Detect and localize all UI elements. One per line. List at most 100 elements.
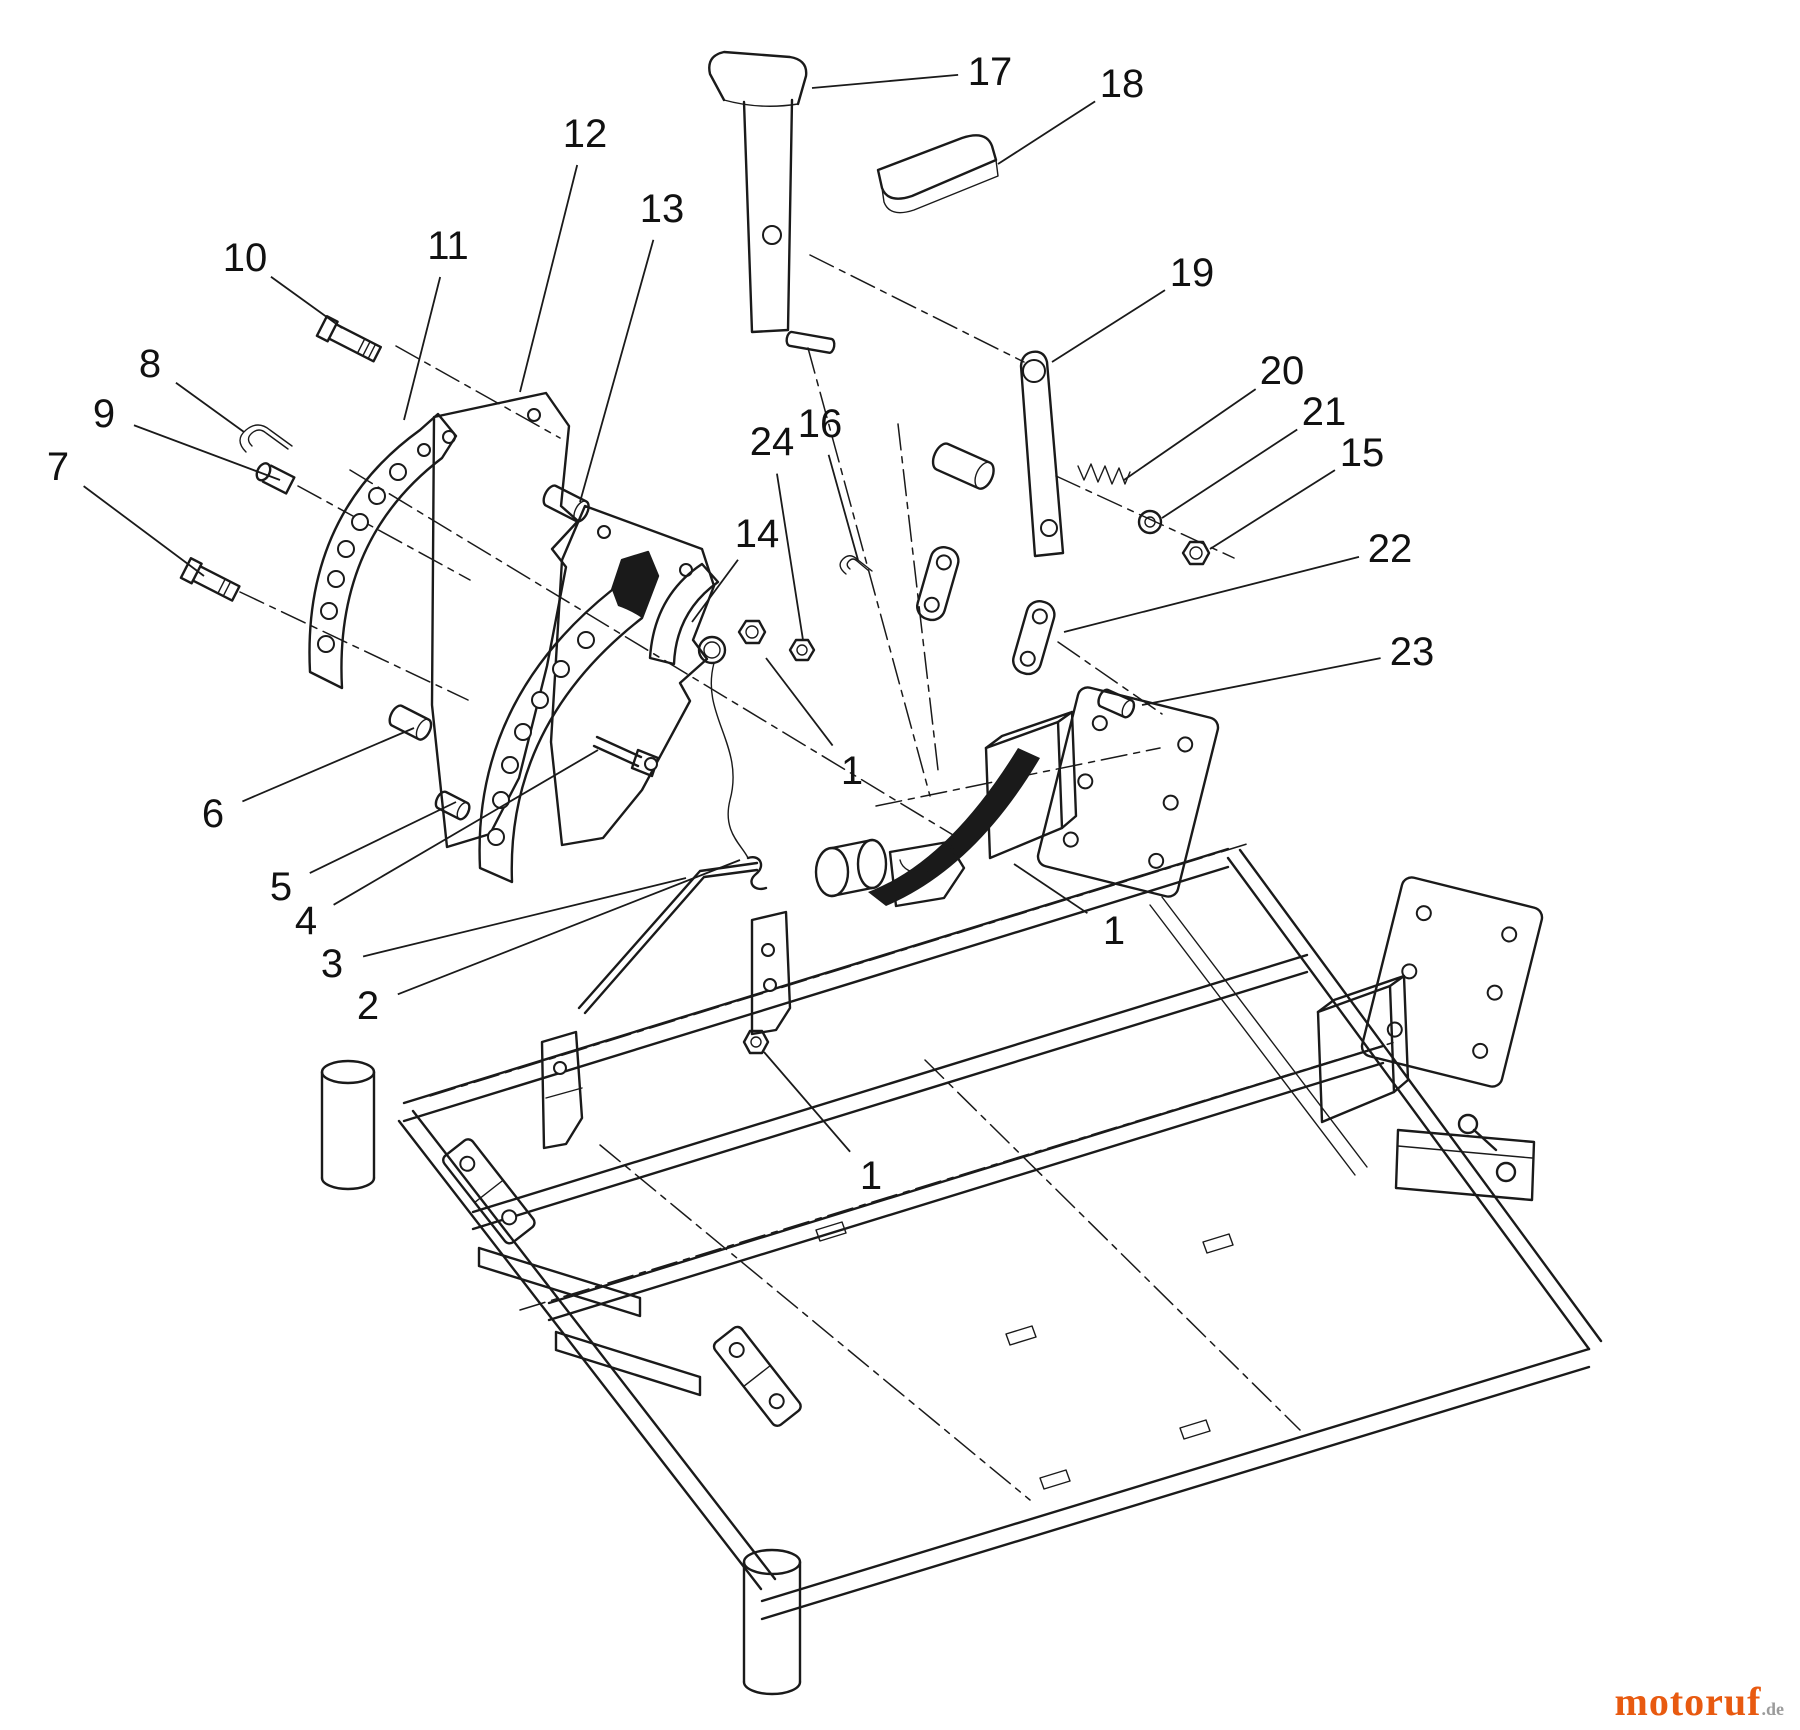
- callout-leader-19: [1051, 289, 1166, 363]
- callout-leader-22: [1063, 556, 1360, 633]
- callout-label-19: 19: [1170, 251, 1215, 295]
- callout-leader-13: [579, 239, 655, 503]
- frame-rails: [397, 847, 1603, 1621]
- watermark-tld-text: .de: [1761, 1699, 1785, 1719]
- spacer-6: [388, 704, 433, 741]
- callout-leader-11: [403, 276, 442, 421]
- callout-label-12: 12: [563, 112, 608, 156]
- callout-leader-7: [83, 485, 205, 577]
- callout-leader-8: [175, 382, 245, 433]
- callout-leader-18: [997, 100, 1096, 165]
- washer-21: [1137, 509, 1163, 535]
- callout-label-2: 2: [357, 984, 379, 1028]
- hitch-assembly: [1394, 1113, 1536, 1202]
- bushing-5: [434, 790, 471, 821]
- link-plate-22a: [916, 546, 960, 622]
- fastener-parts-left: [179, 315, 382, 602]
- callout-label-14: 14: [735, 512, 780, 556]
- slotted-bar-upper: [477, 1246, 642, 1318]
- callout-leader-1: [765, 657, 834, 747]
- callout-label-22: 22: [1368, 527, 1413, 571]
- sector-plate-front-right: [478, 550, 660, 884]
- callout-label-11: 11: [427, 224, 469, 268]
- callout-leader-17: [811, 73, 959, 89]
- callout-label-7: 7: [47, 445, 69, 489]
- mount-box-upper: [984, 710, 1078, 860]
- callout-leader-3: [362, 877, 687, 958]
- nut-1a: [788, 638, 816, 662]
- link-plate-22b: [1012, 600, 1056, 676]
- callout-label-24: 24: [750, 420, 795, 464]
- frame-assembly: [320, 686, 1603, 1696]
- callout-leader-24: [776, 473, 804, 641]
- cotter-pin-16: [839, 555, 873, 575]
- frame-bracket-center-lower: [712, 1325, 802, 1427]
- pin-9: [255, 462, 296, 495]
- spacer-13: [542, 484, 590, 523]
- callout-label-18: 18: [1100, 62, 1145, 106]
- callout-label-1: 1: [1103, 909, 1125, 953]
- callout-leader-23: [1141, 657, 1381, 706]
- cotter-clip-8: [239, 424, 293, 453]
- callout-label-21: 21: [1302, 390, 1347, 434]
- mount-box-lower: [1316, 974, 1410, 1124]
- callout-label-23: 23: [1390, 630, 1435, 674]
- callout-label-17: 17: [968, 50, 1013, 94]
- pedal-pivot-pin: [785, 330, 836, 354]
- callout-leader-9: [133, 424, 281, 481]
- callout-label-16: 16: [798, 402, 843, 446]
- watermark-logo: motoruf.de: [1615, 1682, 1784, 1722]
- frame-bracket-top-rail: [540, 1030, 584, 1150]
- callout-label-1: 1: [860, 1154, 882, 1198]
- plate-12: [430, 391, 580, 849]
- spring-20: [1077, 463, 1131, 485]
- mounting-plate-upper: [1036, 686, 1220, 898]
- callout-label-8: 8: [139, 342, 161, 386]
- callout-leader-4: [333, 749, 599, 906]
- callout-label-9: 9: [93, 392, 115, 436]
- s-hook-2: [746, 856, 768, 891]
- callout-leader-15: [1209, 469, 1336, 550]
- linkage-assembly: [839, 350, 1211, 719]
- nut-1c: [742, 1029, 770, 1055]
- callout-leader-21: [1161, 428, 1298, 519]
- callout-leader-14: [691, 559, 739, 623]
- watermark-brand-text: motoruf: [1614, 1679, 1762, 1724]
- frame-bracket-pivot: [750, 910, 792, 1036]
- spacer-cylinder: [931, 442, 995, 490]
- callout-leader-1: [763, 1051, 851, 1153]
- sector-plate-11: [308, 412, 458, 690]
- callout-label-3: 3: [321, 942, 343, 986]
- bolt-7: [179, 557, 241, 602]
- nut-15: [1181, 540, 1211, 566]
- callout-label-1: 1: [841, 749, 863, 793]
- frame-post-bottom: [742, 1548, 802, 1696]
- callout-leader-16: [827, 454, 859, 561]
- rod-3: [577, 861, 759, 1015]
- callout-leader-1: [1013, 863, 1088, 914]
- callout-leader-6: [242, 727, 415, 803]
- bolt-10: [315, 315, 382, 363]
- link-arm-19: [1019, 350, 1065, 558]
- lanyard-cable: [697, 635, 749, 859]
- strap-14: [648, 562, 720, 666]
- callout-leader-20: [1123, 388, 1257, 481]
- callout-label-6: 6: [202, 792, 224, 836]
- pedal-pad-18: [876, 134, 999, 214]
- clevis-rod-4: [592, 735, 660, 778]
- pivot-assembly: [814, 748, 1040, 908]
- callout-label-13: 13: [640, 187, 685, 231]
- callout-leader-5: [309, 801, 457, 874]
- mounting-plate-lower: [1360, 876, 1544, 1088]
- callout-leader-2: [397, 859, 741, 996]
- pedal-lever-17: [708, 50, 808, 334]
- callout-label-5: 5: [270, 865, 292, 909]
- callout-label-4: 4: [295, 899, 317, 943]
- sector-plate-assembly: [308, 391, 816, 1015]
- callout-label-20: 20: [1260, 349, 1305, 393]
- pin-23: [1097, 688, 1136, 719]
- frame-bracket-left-upper: [442, 1138, 536, 1245]
